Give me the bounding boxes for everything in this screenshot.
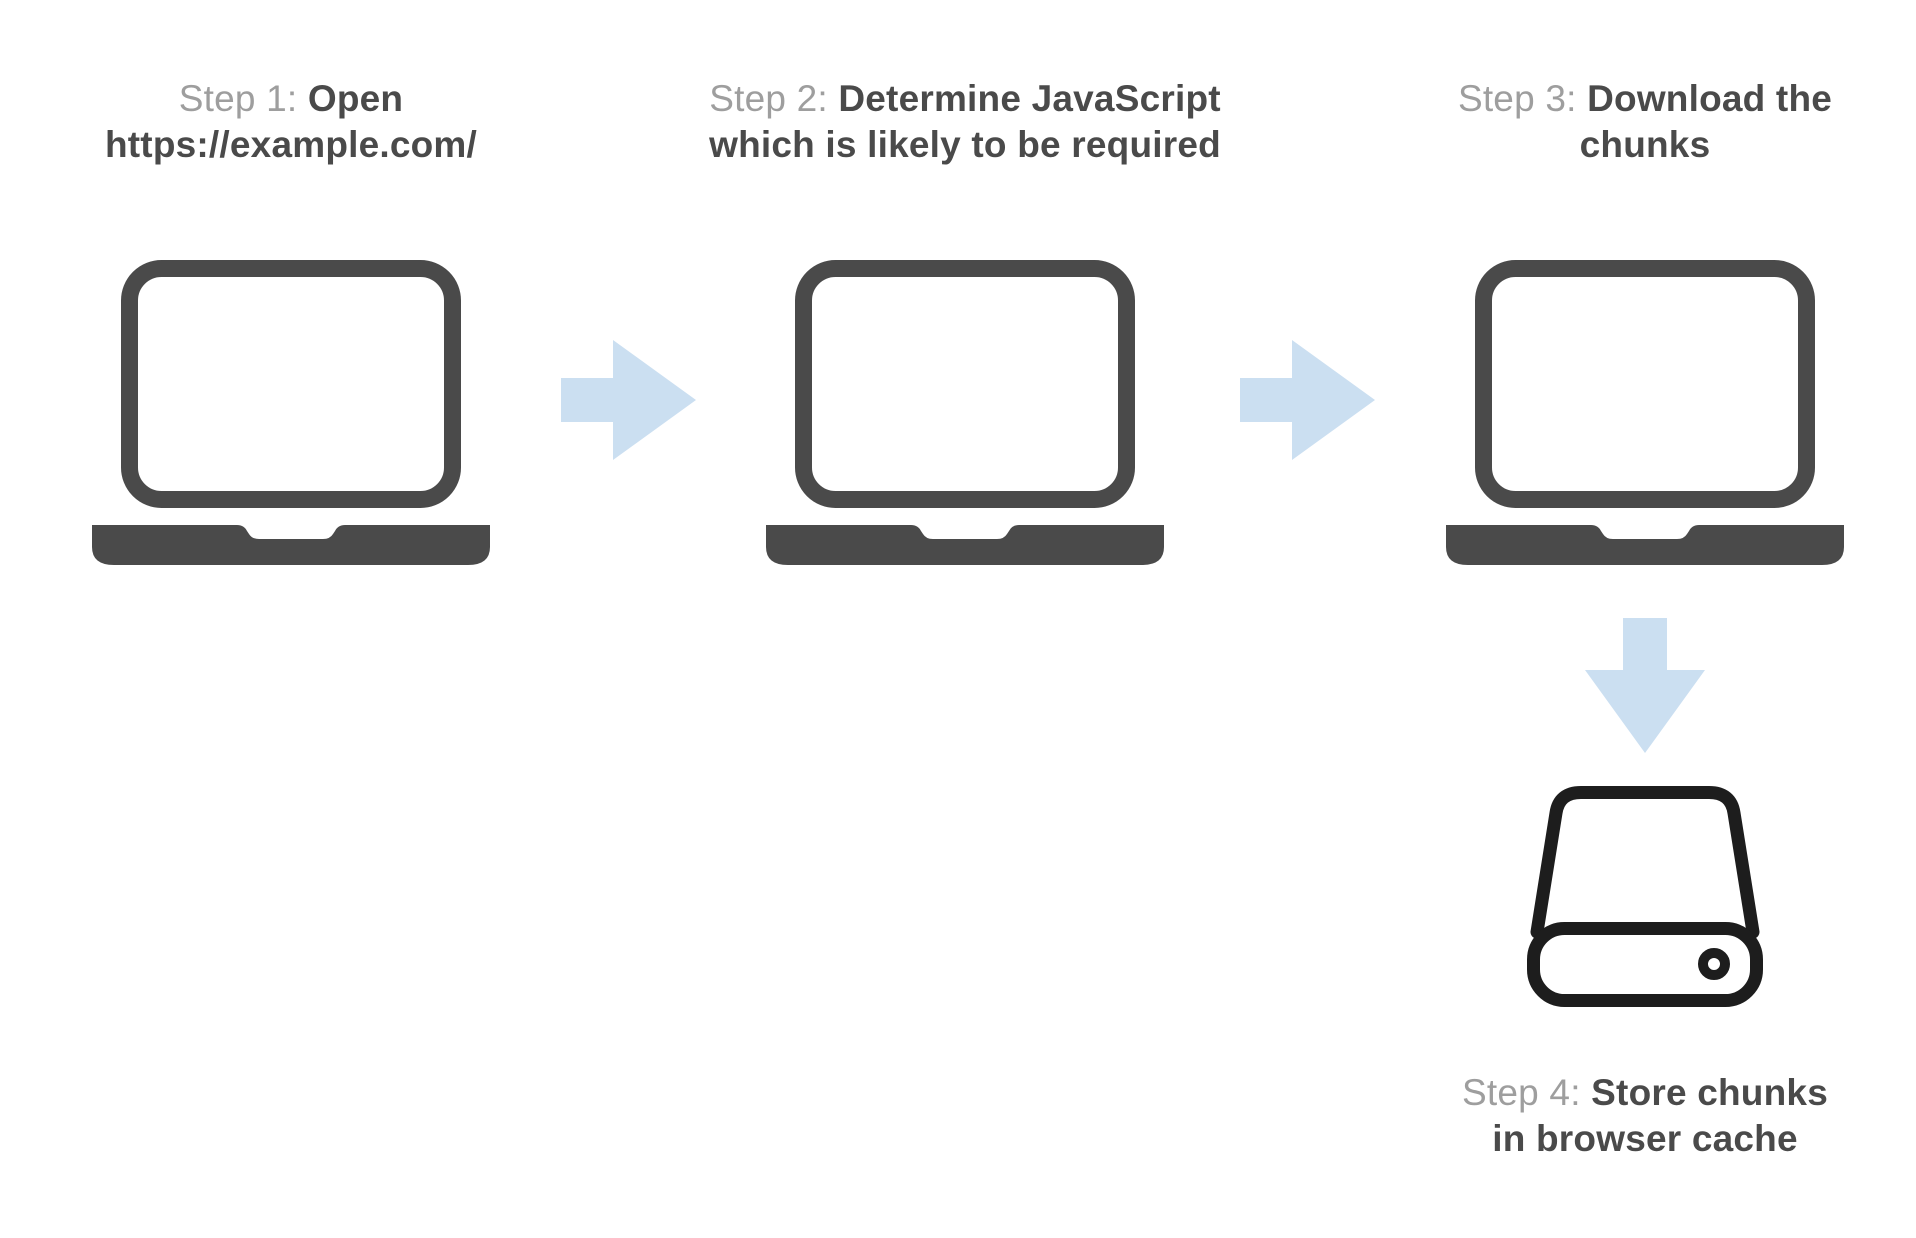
step-4-title-line2: in browser cache: [1492, 1118, 1798, 1159]
arrow-down-icon: [1585, 618, 1705, 753]
step-2-label: Step 2:: [709, 78, 828, 119]
laptop-icon: [766, 260, 1164, 565]
step-4-label: Step 4:: [1462, 1072, 1581, 1113]
step-3-heading: Step 3: Download the chunks: [1395, 76, 1895, 168]
step-2-title-line2: which is likely to be required: [709, 124, 1221, 165]
step-1-heading: Step 1: Open https://example.com/: [41, 76, 541, 168]
step-3-title-line2: chunks: [1579, 124, 1711, 165]
arrow-right-icon: [561, 340, 696, 460]
step-4-title-line1: Store chunks: [1591, 1072, 1828, 1113]
arrow-right-icon: [1240, 340, 1375, 460]
laptop-icon: [1446, 260, 1844, 565]
step-1-title-line2: https://example.com/: [104, 124, 478, 165]
step-2-title-line1: Determine JavaScript: [838, 78, 1221, 119]
laptop-icon: [92, 260, 490, 565]
step-1-label: Step 1:: [178, 78, 298, 119]
step-2-heading: Step 2: Determine JavaScript which is li…: [665, 76, 1265, 168]
step-4-heading: Step 4: Store chunks in browser cache: [1395, 1070, 1895, 1162]
step-1-title-line1: Open: [307, 78, 404, 119]
step-3-title-line1: Download the: [1587, 78, 1833, 119]
step-3-label: Step 3:: [1457, 78, 1577, 119]
drive-indicator-dot: [1698, 948, 1730, 980]
hard-drive-icon: [1527, 786, 1763, 1007]
